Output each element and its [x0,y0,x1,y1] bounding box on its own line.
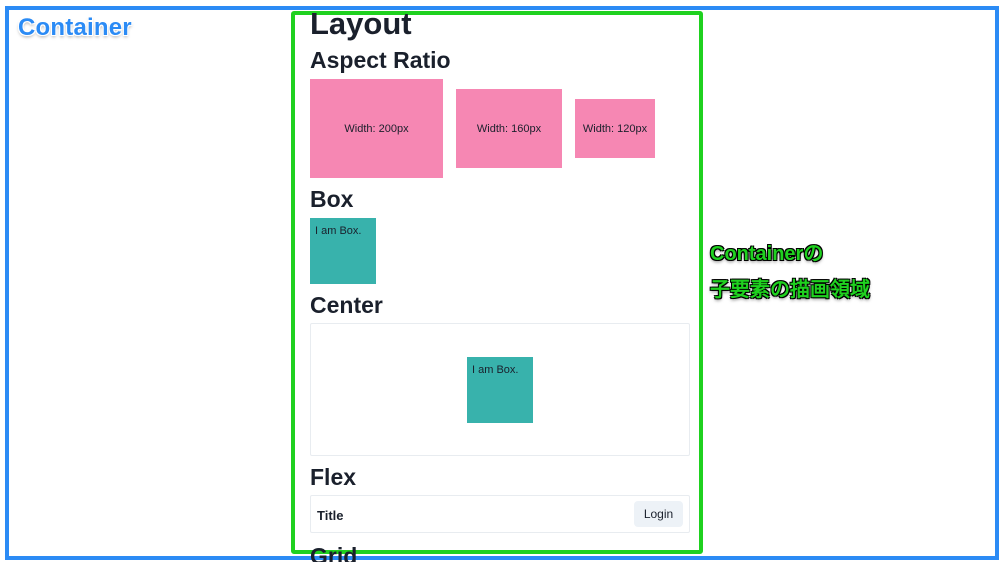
aspect-ratio-heading: Aspect Ratio [310,47,451,73]
center-box: I am Box. [467,357,533,423]
page-content: Layout Aspect Ratio Width: 200px Width: … [310,0,691,562]
aspect-ratio-box-200: Width: 200px [310,79,443,178]
grid-heading: Grid [310,543,358,562]
children-area-annotation: Containerの 子要素の描画領域 [710,236,870,308]
box-sample: I am Box. [310,218,376,284]
container-outline [5,6,999,560]
aspect-ratio-box-label: Width: 120px [582,122,648,135]
annotation-line-1: Containerの [710,243,824,265]
box-heading: Box [310,186,354,212]
center-box-text: I am Box. [472,364,519,376]
annotation-line-2: 子要素の描画領域 [710,279,870,301]
aspect-ratio-box-160: Width: 160px [456,89,562,168]
aspect-ratio-box-120: Width: 120px [575,99,655,158]
flex-heading: Flex [310,464,357,490]
center-heading: Center [310,292,383,318]
children-area-outline [291,11,703,554]
aspect-ratio-box-label: Width: 160px [476,122,542,135]
flex-title: Title [317,508,344,523]
page-title: Layout [310,6,412,41]
login-button[interactable]: Login [634,501,683,527]
aspect-ratio-box-label: Width: 200px [344,122,409,135]
flex-bar: Title Login [310,495,690,533]
box-sample-text: I am Box. [315,225,362,237]
container-label: Container [18,14,132,41]
center-panel: I am Box. [310,323,690,456]
